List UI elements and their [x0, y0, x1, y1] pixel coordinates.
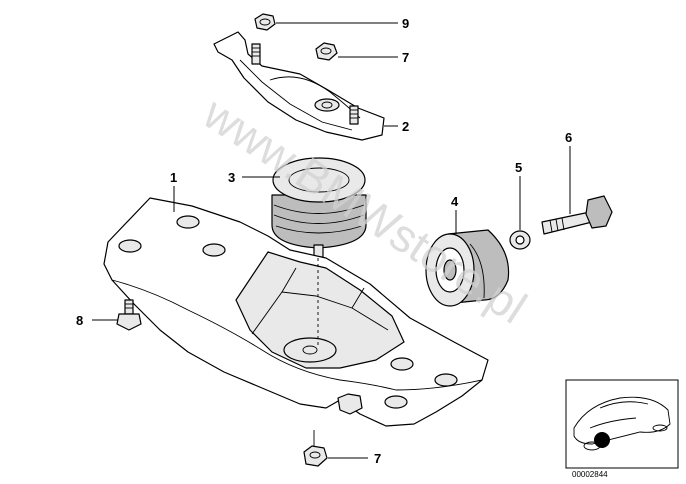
- part-9-nut: [254, 13, 276, 31]
- part-2-bracket: [213, 31, 385, 141]
- callout-1: 1: [170, 170, 177, 185]
- inset-reference-id: 00002844: [572, 470, 608, 479]
- callout-8: 8: [76, 313, 83, 328]
- part-4-bushing: [425, 229, 510, 307]
- part-7-nut-top: [315, 42, 338, 61]
- callout-6: 6: [565, 130, 572, 145]
- part-7-nut-bottom: [303, 430, 328, 467]
- callout-2: 2: [402, 119, 409, 134]
- callout-7-bottom: 7: [374, 451, 381, 466]
- callout-7-top: 7: [402, 50, 409, 65]
- callout-4: 4: [451, 194, 459, 209]
- part-8-bolt: [116, 299, 142, 331]
- callout-5: 5: [515, 160, 522, 175]
- part-5-washer: [509, 230, 531, 250]
- part-1-crossmember: [103, 197, 489, 427]
- part-6-bolt: [541, 195, 613, 235]
- reference-inset: 00002844: [565, 379, 679, 479]
- callout-9: 9: [402, 16, 409, 31]
- part-3-engine-mount: [271, 157, 367, 258]
- location-marker: [594, 432, 610, 448]
- callout-3: 3: [228, 170, 235, 185]
